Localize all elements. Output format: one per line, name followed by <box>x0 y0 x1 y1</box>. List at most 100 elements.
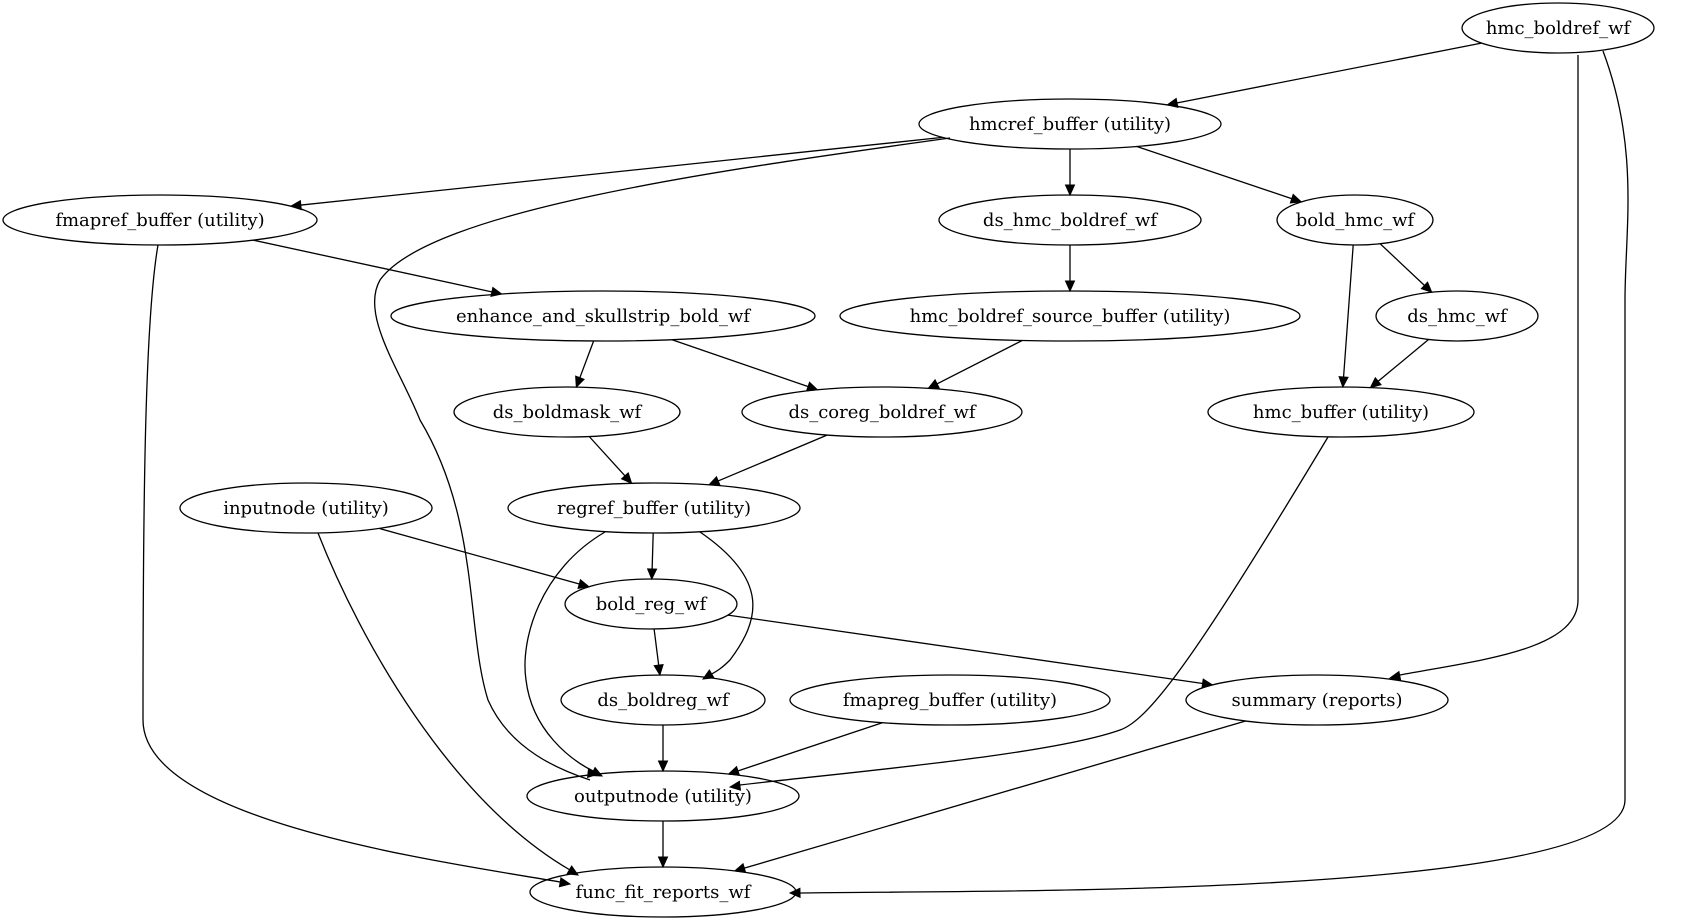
node-label: func_fit_reports_wf <box>576 882 752 903</box>
node-ellipse <box>507 482 801 534</box>
edge-line <box>1379 243 1426 287</box>
edge-line <box>1136 145 1293 200</box>
node-regref-buffer: regref_buffer (utility) <box>507 482 801 534</box>
edge-regref_buffer-to-outputnode <box>524 531 606 777</box>
arrowhead <box>1064 184 1076 197</box>
edge-inputnode-to-bold_reg_wf <box>379 527 591 589</box>
node-func-fit-reports-wf: func_fit_reports_wf <box>529 866 797 918</box>
node-ellipse <box>179 482 433 534</box>
node-inputnode: inputnode (utility) <box>179 482 433 534</box>
edge-hmc_boldref_source_buffer-to-ds_coreg_boldref_wf <box>927 339 1023 389</box>
node-ellipse <box>560 674 766 726</box>
edge-line <box>743 720 1246 870</box>
node-ellipse <box>564 578 738 630</box>
node-ds-boldmask-wf: ds_boldmask_wf <box>453 386 681 438</box>
edge-hmc_boldref_wf-to-summary <box>1388 54 1579 682</box>
node-label: summary (reports) <box>1232 690 1403 711</box>
edge-regref_buffer-to-bold_reg_wf <box>646 532 658 581</box>
node-label: bold_reg_wf <box>596 594 708 615</box>
arrowhead <box>927 378 940 389</box>
arrowhead <box>728 780 742 791</box>
node-ellipse <box>1375 290 1539 342</box>
node-hmcref-buffer: hmcref_buffer (utility) <box>918 98 1222 150</box>
node-ellipse <box>839 290 1301 342</box>
edge-line <box>299 136 943 206</box>
edge-bold_hmc_wf-to-ds_hmc_wf <box>1379 243 1433 294</box>
edge-line <box>736 722 883 772</box>
edge-bold_hmc_wf-to-hmc_buffer <box>1338 244 1354 389</box>
edge-ds_hmc_wf-to-hmc_buffer <box>1369 338 1430 389</box>
node-label: outputnode (utility) <box>574 786 752 807</box>
node-ellipse <box>1185 674 1449 726</box>
edge-line <box>588 436 627 478</box>
node-ellipse <box>789 674 1111 726</box>
edge-hmcref_buffer-to-ds_hmc_boldref_wf <box>1064 149 1076 197</box>
arrowhead <box>577 578 591 589</box>
edge-regref_buffer-to-ds_boldreg_wf <box>699 531 754 680</box>
edge-fmapreg_buffer-to-outputnode <box>727 722 883 776</box>
edge-line <box>935 339 1023 385</box>
node-ellipse <box>741 386 1023 438</box>
edge-line <box>653 628 660 667</box>
node-hmc-boldref-wf: hmc_boldref_wf <box>1461 2 1655 54</box>
edge-ds_hmc_boldref_wf-to-hmc_boldref_source_buffer <box>1064 245 1076 293</box>
edge-line <box>142 244 561 883</box>
edge-line <box>317 532 571 871</box>
edge-line <box>578 340 595 379</box>
edge-line <box>699 531 754 676</box>
arrowhead <box>1420 281 1433 294</box>
edge-fmapref_buffer-to-func_fit_reports_wf <box>142 244 572 888</box>
edge-hmcref_buffer-to-fmapref_buffer <box>289 136 943 211</box>
edge-line <box>1342 244 1354 379</box>
node-ellipse <box>453 386 681 438</box>
edge-line <box>252 239 494 293</box>
node-summary: summary (reports) <box>1185 674 1449 726</box>
node-ellipse <box>1461 2 1655 54</box>
edge-inputnode-to-func_fit_reports_wf <box>317 532 580 876</box>
node-fmapreg-buffer: fmapreg_buffer (utility) <box>789 674 1111 726</box>
node-bold-hmc-wf: bold_hmc_wf <box>1276 194 1434 246</box>
node-label: ds_hmc_wf <box>1407 306 1508 327</box>
node-label: inputnode (utility) <box>223 498 389 519</box>
edge-enhance_and_skullstrip_bold_wf-to-ds_coreg_boldref_wf <box>671 338 819 392</box>
edge-hmc_boldref_wf-to-hmcref_buffer <box>1166 42 1482 109</box>
node-ellipse <box>529 866 797 918</box>
arrowhead <box>1289 193 1303 204</box>
node-ds-boldreg-wf: ds_boldreg_wf <box>560 674 766 726</box>
node-ellipse <box>1276 194 1434 246</box>
edge-line <box>671 338 810 388</box>
edge-line <box>1175 42 1482 104</box>
edge-hmcref_buffer-to-outputnode <box>374 137 951 781</box>
edge-line <box>524 531 606 773</box>
arrowhead <box>653 663 664 677</box>
edge-enhance_and_skullstrip_bold_wf-to-ds_boldmask_wf <box>575 340 595 389</box>
node-ellipse <box>918 98 1222 150</box>
edge-line <box>1376 338 1430 383</box>
edge-line <box>727 614 1204 685</box>
node-label: fmapref_buffer (utility) <box>55 210 264 231</box>
node-label: ds_boldmask_wf <box>493 402 643 423</box>
node-label: hmc_buffer (utility) <box>1253 402 1429 423</box>
edge-line <box>717 434 828 482</box>
edge-summary-to-func_fit_reports_wf <box>733 720 1246 874</box>
arrowhead <box>558 877 572 888</box>
node-hmc-boldref-source-buffer: hmc_boldref_source_buffer (utility) <box>839 290 1301 342</box>
edges <box>142 42 1629 899</box>
edge-line <box>379 527 581 585</box>
edge-hmc_buffer-to-outputnode <box>728 436 1329 791</box>
node-label: ds_coreg_boldref_wf <box>788 402 976 423</box>
node-label: hmc_boldref_source_buffer (utility) <box>910 306 1231 327</box>
edge-line <box>651 532 654 571</box>
node-bold-reg-wf: bold_reg_wf <box>564 578 738 630</box>
arrowhead <box>575 375 585 389</box>
node-outputnode: outputnode (utility) <box>526 770 800 822</box>
arrowhead <box>620 471 633 485</box>
edge-line <box>799 50 1629 894</box>
node-enhance-and-skullstrip-bold-wf: enhance_and_skullstrip_bold_wf <box>390 290 816 342</box>
node-ellipse <box>1207 386 1475 438</box>
node-ds-hmc-wf: ds_hmc_wf <box>1375 290 1539 342</box>
node-label: regref_buffer (utility) <box>557 498 751 519</box>
node-ellipse <box>2 194 318 246</box>
edge-ds_coreg_boldref_wf-to-regref_buffer <box>707 434 828 486</box>
node-label: ds_boldreg_wf <box>597 690 730 711</box>
